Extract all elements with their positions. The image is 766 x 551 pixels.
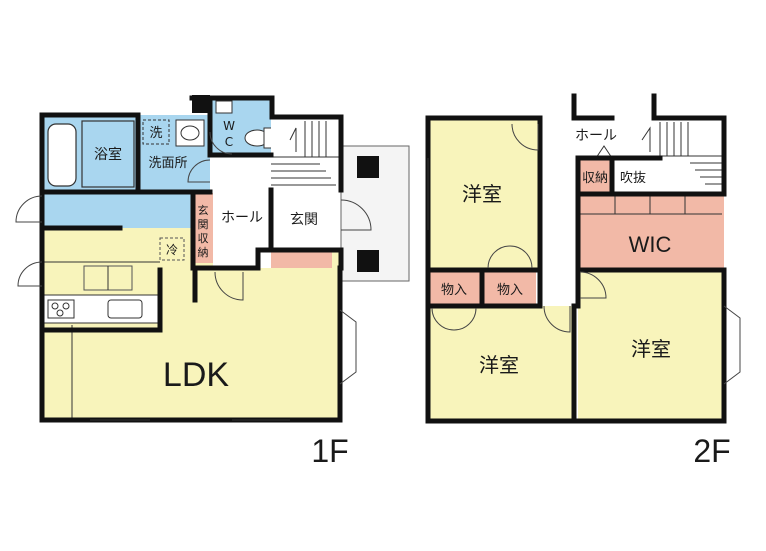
toilet-tank (263, 127, 273, 149)
label-bath: 浴室 (94, 146, 122, 163)
laundry-machine-box (142, 119, 170, 145)
label-bedroom-bottom-left: 洋室 (479, 353, 519, 377)
bay-window-2f (723, 305, 741, 385)
label-hall-2f: ホール (575, 128, 617, 144)
label-entrance-storage-4: 納 (198, 246, 209, 259)
label-washroom: 洗面所 (148, 156, 187, 171)
label-closet-right: 物入 (497, 283, 523, 298)
label-entrance-storage-3: 収 (198, 232, 209, 245)
door-washroom (15, 195, 43, 223)
door-closet-left (431, 307, 477, 331)
floor-2: ホール 収納 吹抜 WIC 洋室 物入 物入 洋室 洋室 2F (425, 93, 741, 469)
door-ldk-west (17, 261, 43, 287)
label-bedroom-bottom-right: 洋室 (631, 337, 671, 361)
floor-label-2f: 2F (693, 433, 730, 469)
door-bedroom-top (511, 123, 539, 151)
storage-2f-area (578, 158, 612, 194)
entrance-storage-area (193, 193, 213, 263)
door-bedroom-bottom-right (579, 271, 607, 299)
closet-left-area (428, 270, 480, 306)
label-laundry-mark: 洗 (149, 126, 162, 141)
label-hall-1f: ホール (221, 210, 263, 226)
label-wic: WIC (629, 232, 672, 257)
entrance-area (271, 190, 341, 250)
door-wash (187, 159, 211, 183)
ldk-notch-fill (195, 272, 340, 420)
kitchen (43, 237, 185, 418)
label-entrance-storage-1: 玄 (198, 203, 209, 217)
wall-stub (192, 95, 210, 113)
label-void: 吹抜 (620, 170, 646, 186)
door-entrance (340, 199, 372, 231)
closet-right-area (484, 270, 536, 306)
shoe-box-area (258, 250, 332, 268)
porch-pillar-top (357, 156, 379, 178)
door-hall-ldk (214, 271, 244, 301)
label-storage-2f: 収納 (582, 171, 608, 186)
door-closet-right (487, 245, 533, 269)
washbasin-bowl (180, 125, 200, 141)
stair-1f (271, 117, 341, 190)
bay-window-1f (339, 309, 357, 385)
label-wc-c: C (225, 135, 233, 149)
bedroom-bottom-right-area (578, 270, 724, 421)
bathtub (47, 123, 77, 187)
bedroom-bottom-left-area (428, 306, 574, 421)
floor-label-1f: 1F (311, 433, 348, 469)
washbasin (175, 119, 205, 147)
label-fridge: 冷 (166, 243, 178, 257)
wc-sink (215, 100, 233, 114)
balcony-top (574, 96, 654, 118)
label-wc-w: W (223, 119, 235, 133)
porch-pillar-bottom (357, 250, 379, 272)
hall-2f-area (540, 118, 578, 306)
label-entrance-storage-2: 関 (198, 218, 209, 231)
floor-1: 浴室 洗 洗面所 W C ホール 玄関 玄 関 収 納 冷 LDK 1F (15, 95, 410, 469)
door-bedroom-bottom-left (543, 305, 571, 333)
bath-inner (81, 120, 135, 188)
label-bedroom-top: 洋室 (462, 182, 502, 206)
label-ldk: LDK (163, 356, 229, 394)
label-closet-left: 物入 (441, 283, 467, 298)
label-entrance: 玄関 (290, 211, 318, 228)
wic-area (578, 194, 724, 270)
door-wc (209, 131, 233, 155)
